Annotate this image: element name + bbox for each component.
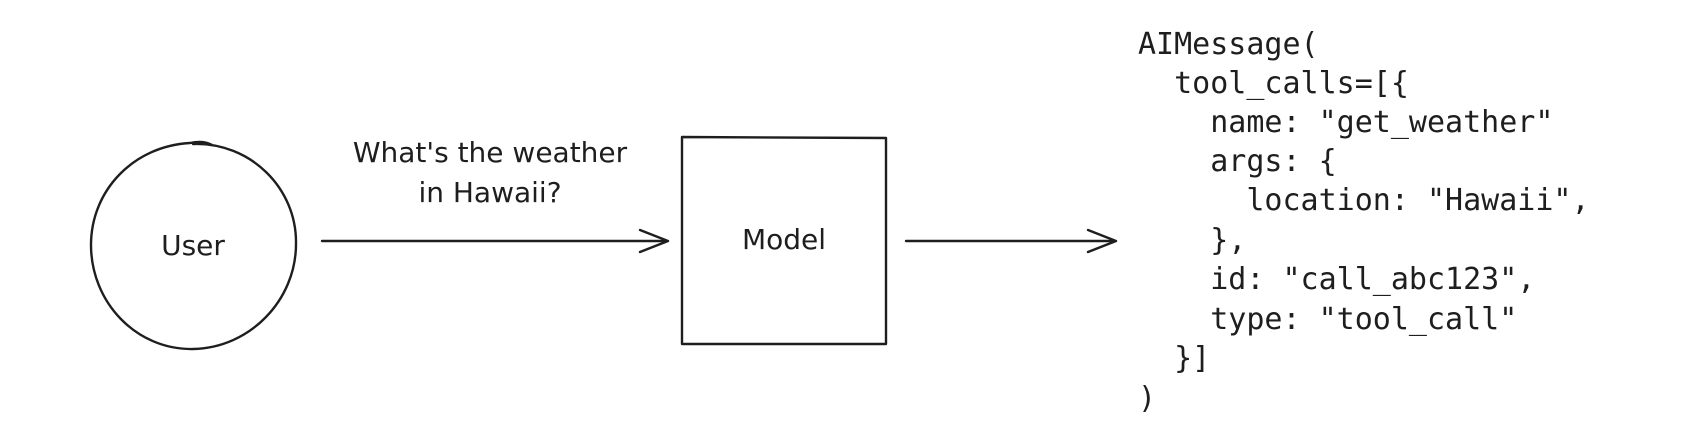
code-line: id: "call_abc123",	[1138, 262, 1535, 297]
code-line: )	[1138, 381, 1156, 416]
arrow-head	[638, 228, 670, 254]
user-label: User	[161, 229, 225, 262]
model-label: Model	[742, 223, 826, 256]
user-node: User	[89, 140, 298, 351]
model-to-output-arrow	[904, 228, 1118, 254]
edge-label-line-1: What's the weather	[353, 136, 628, 169]
ai-message-code-block: AIMessage( tool_calls=[{ name: "get_weat…	[1138, 27, 1590, 416]
model-box	[680, 135, 888, 346]
code-line: AIMessage(	[1138, 27, 1319, 62]
code-line: tool_calls=[{	[1138, 66, 1409, 101]
code-line: args: {	[1138, 144, 1337, 179]
code-line: name: "get_weather"	[1138, 105, 1553, 140]
arrow-head	[1086, 228, 1118, 254]
code-line: },	[1138, 223, 1246, 258]
code-line: location: "Hawaii",	[1138, 183, 1590, 218]
model-node: Model	[680, 135, 888, 346]
code-line: }]	[1138, 341, 1210, 376]
user-circle	[89, 140, 298, 351]
user-to-model-arrow: What's the weather in Hawaii?	[320, 136, 670, 254]
code-line: type: "tool_call"	[1138, 302, 1517, 337]
edge-label-line-2: in Hawaii?	[418, 176, 561, 209]
